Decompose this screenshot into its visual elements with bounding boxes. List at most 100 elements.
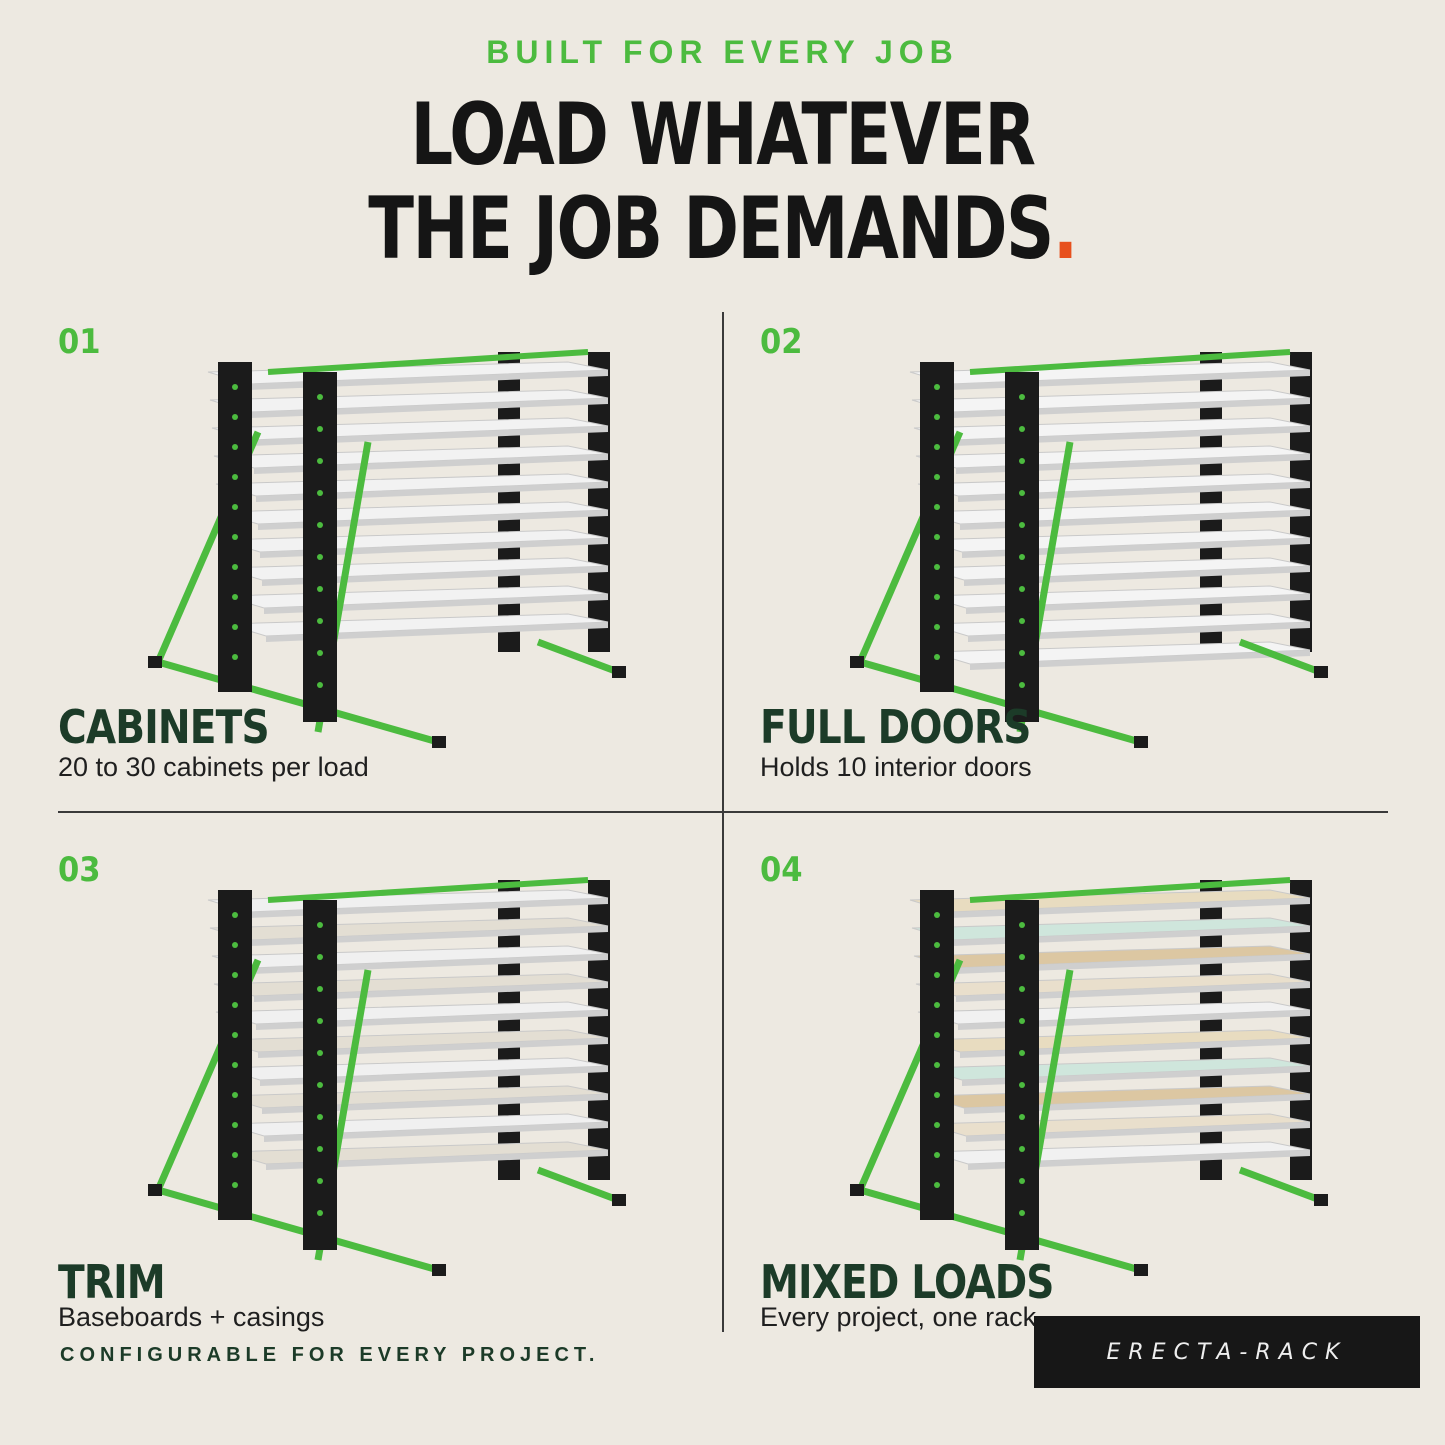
rack-post-hole: [317, 394, 323, 400]
rack-post-hole: [1019, 1146, 1025, 1152]
rack-post-hole: [1019, 922, 1025, 928]
rack-post-hole: [1019, 426, 1025, 432]
rack-board-edge: [958, 1010, 1310, 1030]
rack-board-edge: [954, 954, 1310, 974]
rack-board-edge: [952, 926, 1310, 946]
rack-post-hole: [317, 1082, 323, 1088]
headline-line-2-text: THE JOB DEMANDS: [368, 179, 1054, 279]
rack-post-hole: [317, 682, 323, 688]
rack-foot: [1134, 736, 1148, 748]
panel-number: 03: [58, 850, 101, 890]
rack-post-hole: [232, 972, 238, 978]
panel-title: MIXED LOADS: [760, 1255, 1054, 1309]
rack-post-hole: [1019, 1178, 1025, 1184]
rack-post-hole: [317, 554, 323, 560]
rack-post-hole: [934, 1032, 940, 1038]
rack-post-hole: [934, 1092, 940, 1098]
rack-board-edge: [966, 594, 1310, 614]
rack-post-hole: [232, 912, 238, 918]
rack-post-hole: [934, 534, 940, 540]
rack-post-hole: [934, 972, 940, 978]
rack-post-hole: [317, 954, 323, 960]
rack-board-edge: [248, 898, 608, 918]
headline-line-1: LOAD WHATEVER: [410, 85, 1036, 185]
rack-front-post: [1005, 900, 1039, 1250]
rack-board-edge: [950, 898, 1310, 918]
rack-post-hole: [1019, 986, 1025, 992]
rack-board-edge: [952, 398, 1310, 418]
rack-foot: [148, 1184, 162, 1196]
rack-post-hole: [317, 1146, 323, 1152]
rack-foot: [1134, 1264, 1148, 1276]
panel-subtitle: 20 to 30 cabinets per load: [58, 752, 369, 782]
rack-post-hole: [1019, 1114, 1025, 1120]
rack-front-post: [920, 362, 954, 692]
rack-board-edge: [264, 594, 608, 614]
rack-post-hole: [934, 384, 940, 390]
rack-post-hole: [317, 922, 323, 928]
rack-post-hole: [232, 942, 238, 948]
rack-post-hole: [934, 1062, 940, 1068]
rack-board-edge: [956, 982, 1310, 1002]
rack-post-hole: [1019, 1050, 1025, 1056]
rack-post-hole: [934, 624, 940, 630]
rack-post-hole: [934, 1152, 940, 1158]
rack-foot: [1314, 1194, 1328, 1206]
rack-base-rail: [859, 658, 1141, 746]
rack-front-post: [920, 890, 954, 1220]
rack-post-hole: [317, 986, 323, 992]
panel-title: FULL DOORS: [760, 700, 1031, 754]
rack-post-hole: [1019, 394, 1025, 400]
rack-board-edge: [958, 482, 1310, 502]
rack-foot: [432, 1264, 446, 1276]
rack-post-hole: [232, 1152, 238, 1158]
rack-foot: [850, 656, 864, 668]
rack-brace: [536, 638, 620, 676]
rack-front-post: [1005, 372, 1039, 722]
rack-board-edge: [966, 1122, 1310, 1142]
rack-post-hole: [232, 474, 238, 480]
rack-top-rail: [267, 349, 589, 375]
rack-post-hole: [317, 458, 323, 464]
rack-post-hole: [232, 594, 238, 600]
rack-board-edge: [968, 622, 1310, 642]
rack-brace: [1238, 1166, 1322, 1204]
rack-post-hole: [1019, 1210, 1025, 1216]
rack-post-hole: [934, 1182, 940, 1188]
rack-top-rail: [267, 877, 589, 903]
rack-post-hole: [232, 1062, 238, 1068]
panel-trim: 03 TRIM Baseboards + casings: [58, 850, 698, 1340]
rack-foot: [612, 666, 626, 678]
rack-post-hole: [1019, 682, 1025, 688]
rack-front-post: [303, 900, 337, 1250]
rack-board-edge: [258, 1038, 608, 1058]
headline: LOAD WHATEVER THE JOB DEMANDS.: [159, 88, 1286, 276]
rack-board-edge: [254, 982, 608, 1002]
rack-board-edge: [262, 566, 608, 586]
rack-board-edge: [250, 926, 608, 946]
panel-cabinets: 01 CABINETS 20 to 30 cabinets per load: [58, 322, 698, 812]
rack-post-hole: [1019, 650, 1025, 656]
rack-post-hole: [232, 1182, 238, 1188]
rack-post-hole: [317, 1178, 323, 1184]
rack-post-hole: [317, 586, 323, 592]
rack-post-hole: [232, 444, 238, 450]
rack-post-hole: [934, 594, 940, 600]
rack-board-edge: [954, 426, 1310, 446]
brand-logo-text: ERECTA-RACK: [1106, 1339, 1348, 1365]
rack-board-edge: [256, 1010, 608, 1030]
rack-post-hole: [934, 654, 940, 660]
rack-post-hole: [232, 504, 238, 510]
rack-post-hole: [232, 534, 238, 540]
rack-post-hole: [317, 1050, 323, 1056]
rack-post-hole: [232, 414, 238, 420]
rack-base-rail: [859, 1186, 1141, 1274]
rack-board-edge: [956, 454, 1310, 474]
rack-board-edge: [968, 1150, 1310, 1170]
rack-brace: [1238, 638, 1322, 676]
panel-title: CABINETS: [58, 700, 270, 754]
panel-title: TRIM: [58, 1255, 166, 1309]
panel-subtitle: Holds 10 interior doors: [760, 752, 1032, 782]
rack-post-hole: [1019, 586, 1025, 592]
rack-post-hole: [317, 426, 323, 432]
